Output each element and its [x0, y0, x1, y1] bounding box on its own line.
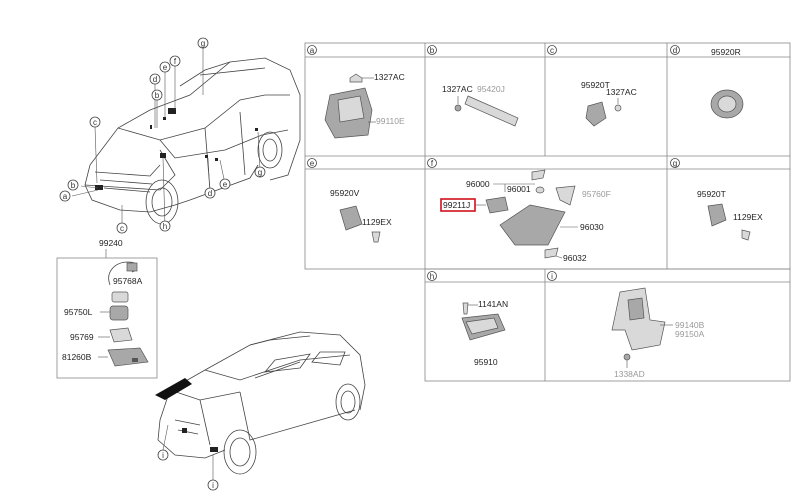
- callout-i-rear-left[interactable]: i: [157, 449, 169, 461]
- callout-g-right[interactable]: g: [254, 166, 266, 178]
- cell-a-parts: [324, 73, 373, 139]
- part-81260B[interactable]: 81260B: [62, 352, 92, 362]
- part-96000[interactable]: 96000: [466, 179, 490, 189]
- svg-text:d: d: [208, 189, 212, 198]
- svg-text:e: e: [223, 180, 228, 189]
- svg-text:g: g: [201, 39, 205, 48]
- svg-text:g: g: [258, 168, 262, 177]
- svg-text:i: i: [212, 481, 214, 490]
- callout-d-top[interactable]: d: [149, 73, 161, 85]
- cell-g-parts: [707, 203, 751, 241]
- part-96001[interactable]: 96001: [507, 184, 531, 194]
- part-1327AC-a[interactable]: 1327AC: [374, 72, 405, 82]
- cell-c-letter: c: [547, 45, 557, 55]
- part-95920V[interactable]: 95920V: [330, 188, 360, 198]
- part-96032[interactable]: 96032: [563, 253, 587, 263]
- part-99211J[interactable]: 99211J: [443, 200, 470, 210]
- part-99110E[interactable]: 99110E: [376, 116, 405, 126]
- part-1141AN[interactable]: 1141AN: [478, 299, 508, 309]
- cell-h-letter: h: [427, 271, 437, 281]
- part-95920T-g[interactable]: 95920T: [697, 189, 726, 199]
- part-1129EX-e[interactable]: 1129EX: [362, 217, 392, 227]
- part-1129EX-g[interactable]: 1129EX: [733, 212, 763, 222]
- cell-g-letter: g: [670, 158, 680, 168]
- part-95920T-c[interactable]: 95920T: [581, 80, 610, 90]
- cell-e-letter: e: [307, 158, 317, 168]
- callout-h-bottom[interactable]: h: [159, 220, 171, 232]
- cell-a-letter: a: [307, 45, 317, 55]
- svg-text:a: a: [310, 46, 315, 55]
- svg-text:b: b: [155, 91, 160, 100]
- svg-text:c: c: [93, 118, 97, 127]
- part-1338AD[interactable]: 1338AD: [614, 369, 645, 379]
- part-1327AC-b[interactable]: 1327AC: [442, 84, 473, 94]
- cell-f-letter: f: [427, 158, 437, 168]
- part-99140B[interactable]: 99140B: [675, 320, 705, 330]
- part-1327AC-c[interactable]: 1327AC: [606, 87, 637, 97]
- svg-text:i: i: [551, 272, 553, 281]
- svg-text:b: b: [71, 181, 76, 190]
- svg-text:e: e: [163, 63, 168, 72]
- part-95768A[interactable]: 95768A: [113, 276, 143, 286]
- callout-g-top[interactable]: g: [197, 37, 209, 49]
- svg-text:e: e: [310, 159, 315, 168]
- svg-text:f: f: [431, 159, 434, 168]
- svg-text:a: a: [63, 192, 68, 201]
- svg-text:c: c: [550, 46, 554, 55]
- callout-a-left[interactable]: a: [59, 190, 71, 202]
- callout-i-rear-bottom[interactable]: i: [207, 479, 219, 491]
- svg-text:f: f: [174, 57, 177, 66]
- callout-e-bottom[interactable]: e: [219, 178, 231, 190]
- svg-text:d: d: [673, 46, 677, 55]
- callout-e-top[interactable]: e: [159, 61, 171, 73]
- left-box-title: 99240: [99, 238, 123, 248]
- part-95910[interactable]: 95910: [474, 357, 498, 367]
- car-front-view: [84, 57, 301, 225]
- cell-i-letter: i: [547, 271, 557, 281]
- callout-b-left[interactable]: b: [67, 179, 79, 191]
- callout-f-top[interactable]: f: [169, 55, 181, 67]
- part-95420J[interactable]: 95420J: [477, 84, 505, 94]
- svg-text:i: i: [162, 451, 164, 460]
- left-box-frame: [56, 257, 158, 379]
- left-box-parts: [107, 261, 149, 367]
- callout-d-bottom[interactable]: d: [204, 187, 216, 199]
- callout-c-left[interactable]: c: [89, 116, 101, 128]
- part-95769[interactable]: 95769: [70, 332, 94, 342]
- part-96030[interactable]: 96030: [580, 222, 604, 232]
- part-95760F[interactable]: 95760F: [582, 189, 611, 199]
- svg-text:d: d: [153, 75, 157, 84]
- part-95750L[interactable]: 95750L: [64, 307, 93, 317]
- svg-text:b: b: [430, 46, 435, 55]
- cell-d-letter: d: [670, 45, 680, 55]
- cell-b-letter: b: [427, 45, 437, 55]
- cell-d-parts: [710, 89, 744, 119]
- part-99150A[interactable]: 99150A: [675, 329, 705, 339]
- callout-c-bottom[interactable]: c: [116, 222, 128, 234]
- svg-text:h: h: [163, 222, 167, 231]
- cell-f-parts: [485, 169, 576, 259]
- svg-text:h: h: [430, 272, 434, 281]
- cell-i-parts: [611, 287, 666, 361]
- cell-e-parts: [339, 205, 381, 243]
- cell-c-parts: [585, 101, 622, 127]
- car-rear-view: [155, 331, 366, 475]
- part-95920R[interactable]: 95920R: [711, 47, 741, 57]
- cell-b-parts: [454, 95, 519, 127]
- parts-grid: [304, 42, 791, 382]
- svg-text:g: g: [673, 159, 677, 168]
- callout-b-top[interactable]: b: [151, 89, 163, 101]
- cell-h-parts: [461, 302, 506, 341]
- svg-text:c: c: [120, 224, 124, 233]
